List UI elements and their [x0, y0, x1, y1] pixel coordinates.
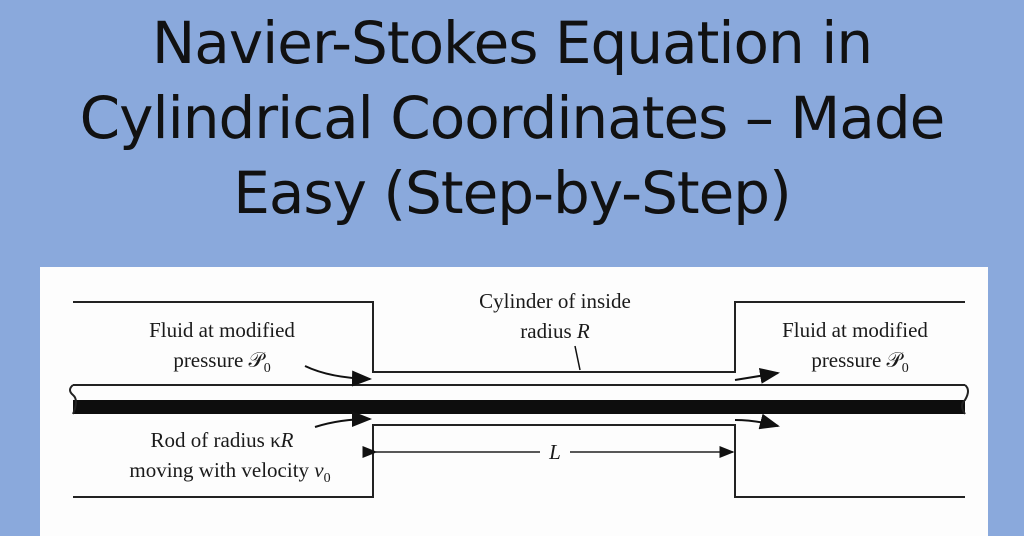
rod-label-1: Rod of radius κR [151, 428, 294, 452]
rod-label-2: moving with velocity v0 [129, 458, 330, 486]
title-line-1: Navier-Stokes Equation in [151, 9, 873, 77]
left-fluid-label-1: Fluid at modified [149, 318, 295, 342]
rod [69, 384, 969, 415]
slide-title: Navier-Stokes Equation in Cylindrical Co… [0, 6, 1024, 231]
left-fluid-label-2: pressure 𝒫0 [173, 348, 270, 376]
title-line-3: Easy (Step-by-Step) [233, 159, 792, 227]
length-label: L [548, 440, 561, 464]
right-fluid-label-1: Fluid at modified [782, 318, 928, 342]
cylinder-label-2: radius R [520, 319, 590, 343]
arrows [304, 345, 780, 430]
right-fluid-label-2: pressure 𝒫0 [811, 348, 908, 376]
cylinder-walls [73, 301, 965, 498]
title-line-2: Cylindrical Coordinates – Made [79, 84, 946, 152]
cylinder-label-1: Cylinder of inside [479, 289, 631, 313]
